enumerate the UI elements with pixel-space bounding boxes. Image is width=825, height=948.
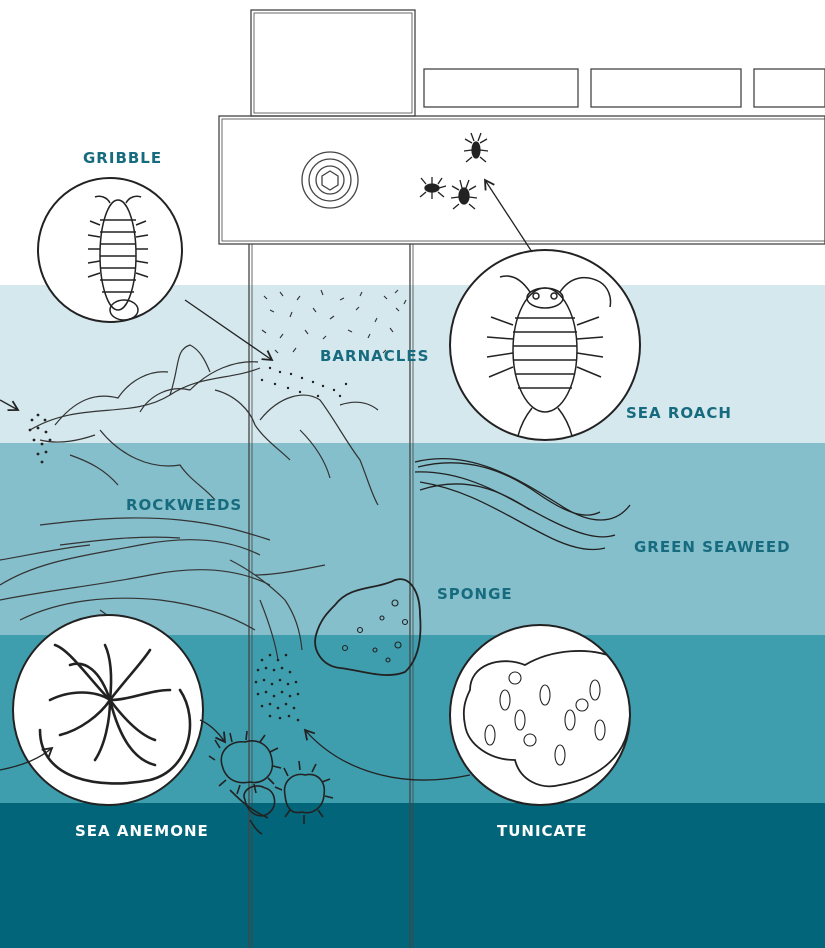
label-rockweeds: ROCKWEEDS [126, 496, 242, 514]
label-sea-anemone: SEA ANEMONE [75, 822, 209, 840]
label-barnacles: BARNACLES [320, 347, 429, 365]
sea-roach-small-group [420, 133, 488, 209]
label-tunicate: TUNICATE [497, 822, 587, 840]
label-green-seaweed: GREEN SEAWEED [634, 538, 791, 556]
label-sponge: SPONGE [437, 585, 513, 603]
label-gribble: GRIBBLE [83, 149, 162, 167]
label-sea-roach: SEA ROACH [626, 404, 732, 422]
